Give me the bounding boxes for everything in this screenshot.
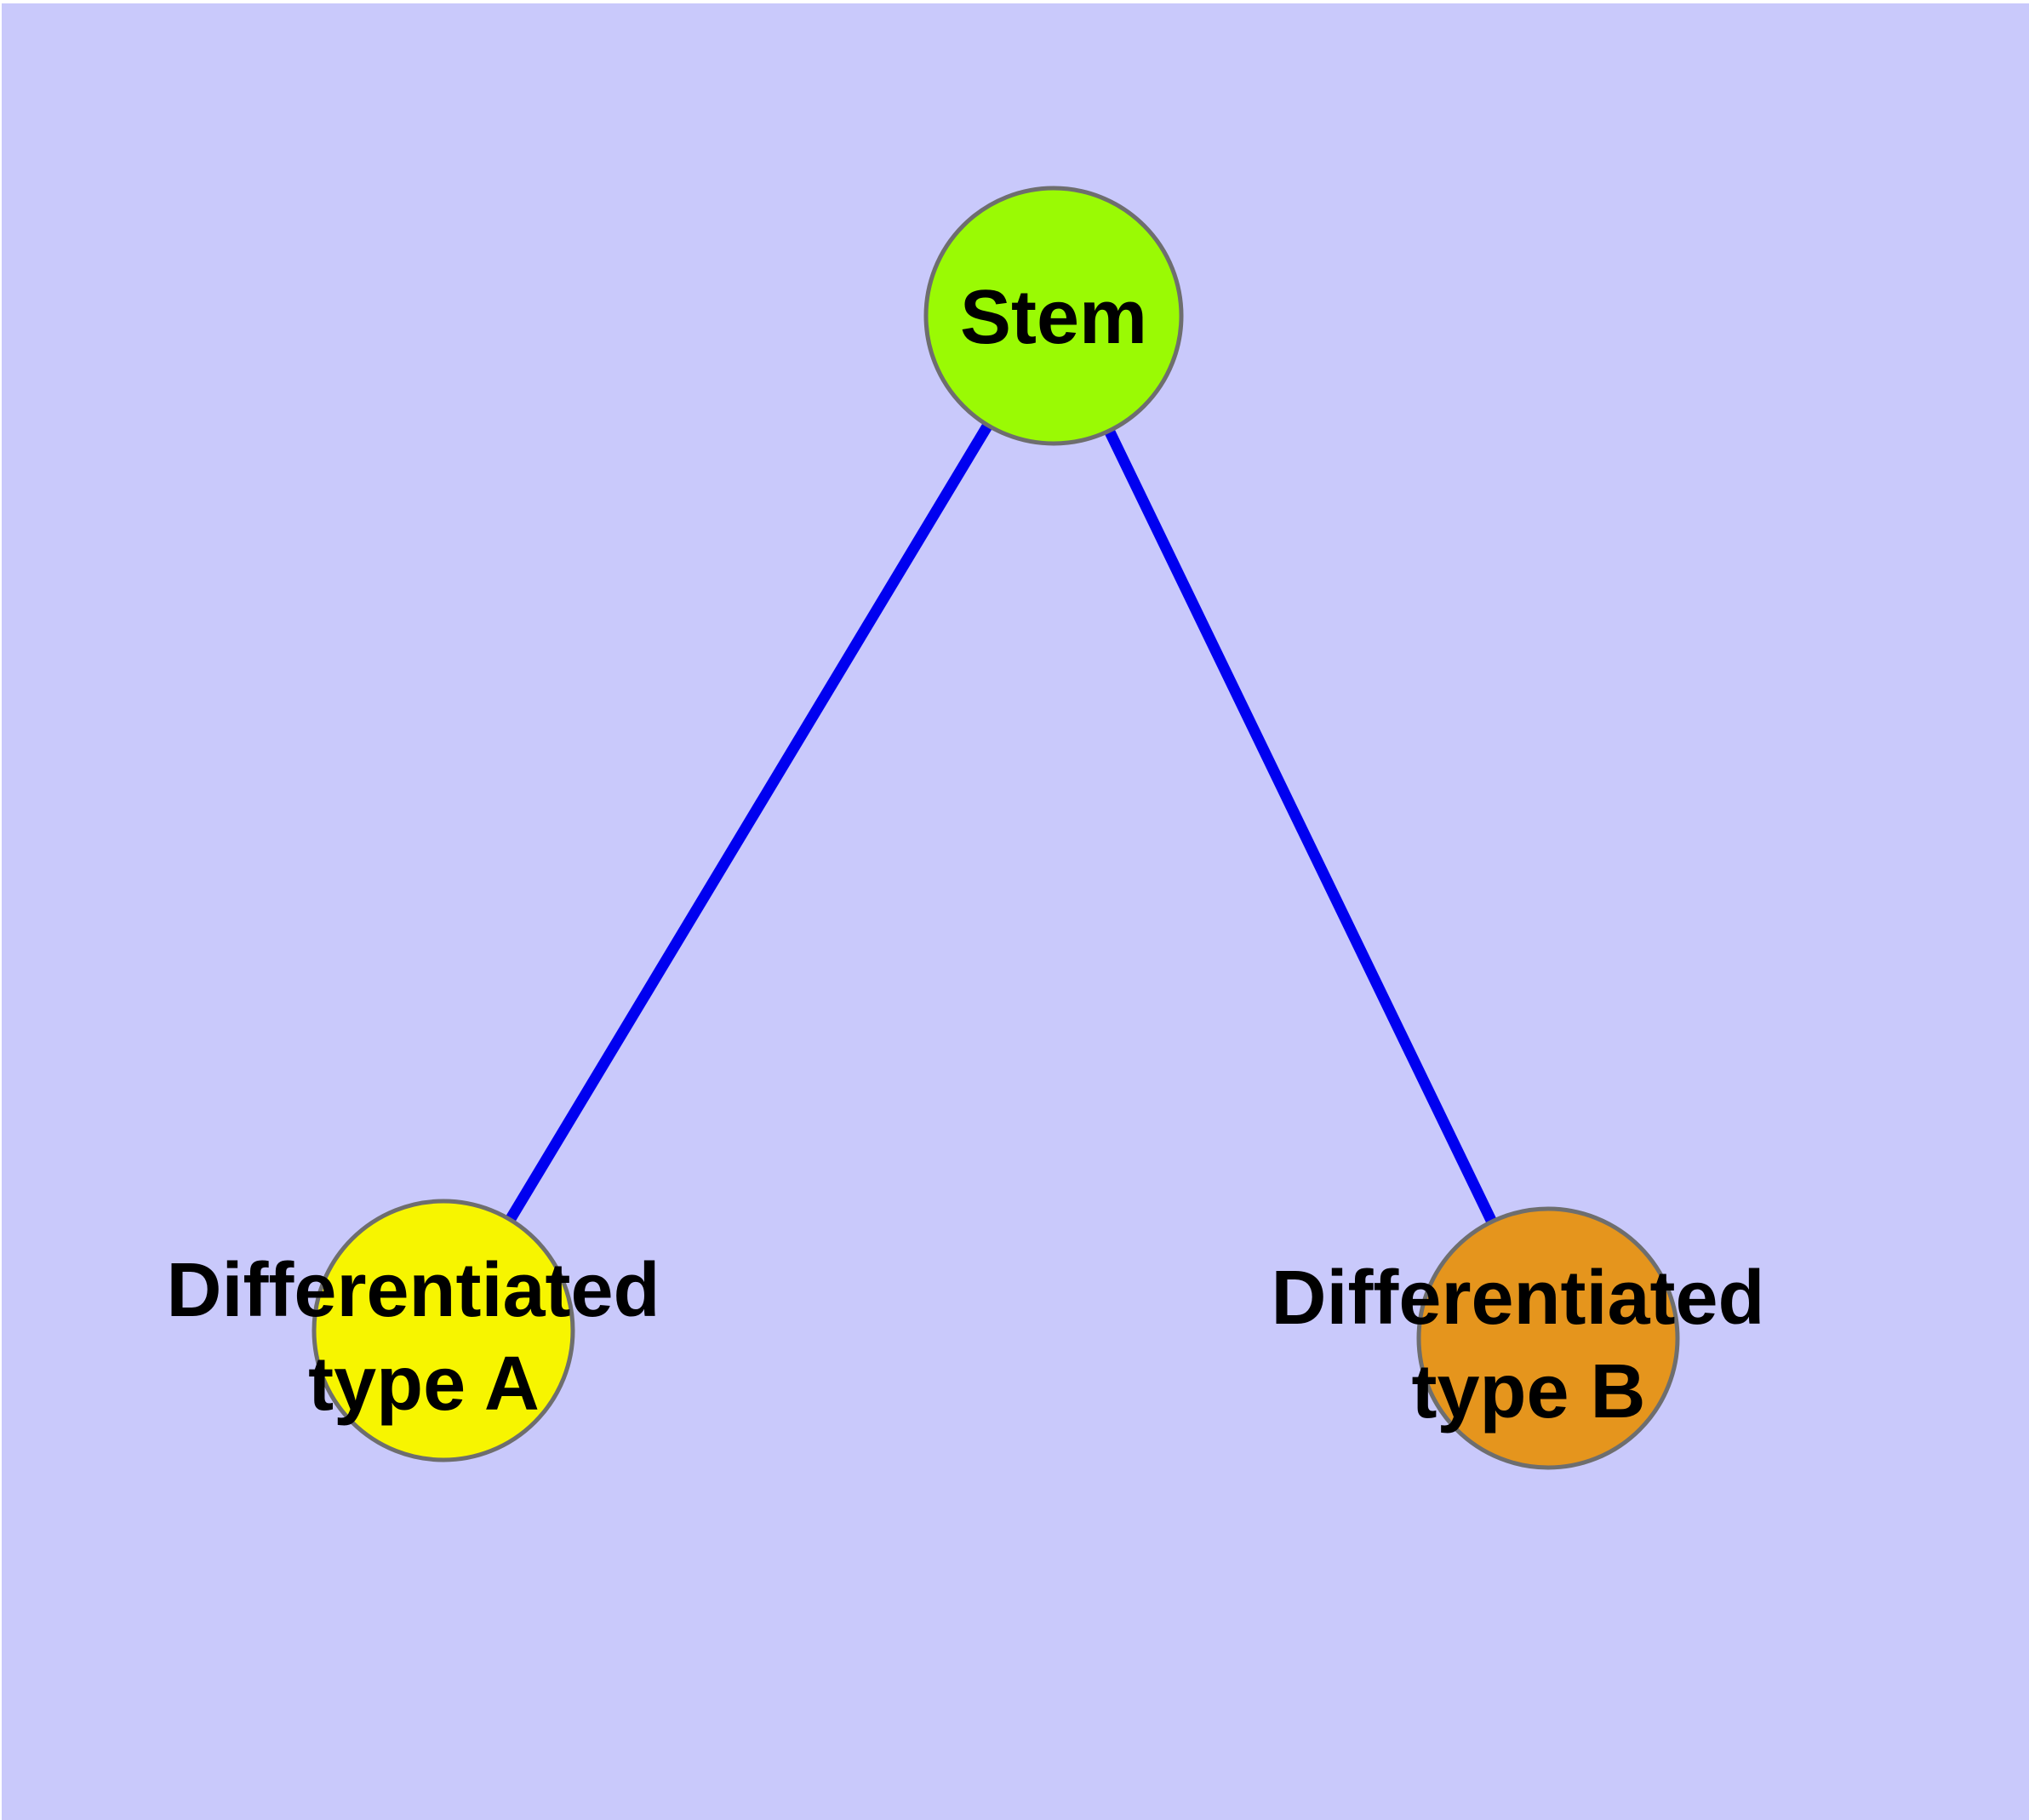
stem-node-label: Stem	[960, 275, 1147, 360]
type-a-node: Differentiated type A	[166, 1199, 681, 1462]
edge-stem-to-type-a	[438, 312, 1059, 1334]
type-b-node-label: Differentiated type B	[1271, 1256, 1786, 1434]
stem-node: Stem	[923, 186, 1184, 446]
type-b-label-line1: Differentiated	[1271, 1256, 1764, 1341]
type-a-node-circle	[311, 1199, 575, 1462]
type-b-node-circle	[1416, 1206, 1680, 1470]
edge-stem-to-type-b	[1049, 313, 1553, 1341]
type-a-label-line1: Differentiated	[166, 1248, 660, 1333]
type-b-node: Differentiated type B	[1271, 1206, 1786, 1470]
type-a-node-label: Differentiated type A	[166, 1248, 681, 1427]
type-a-label-line2: type A	[308, 1342, 540, 1427]
type-b-label-line2: type B	[1411, 1349, 1645, 1434]
stem-node-circle	[923, 186, 1184, 446]
